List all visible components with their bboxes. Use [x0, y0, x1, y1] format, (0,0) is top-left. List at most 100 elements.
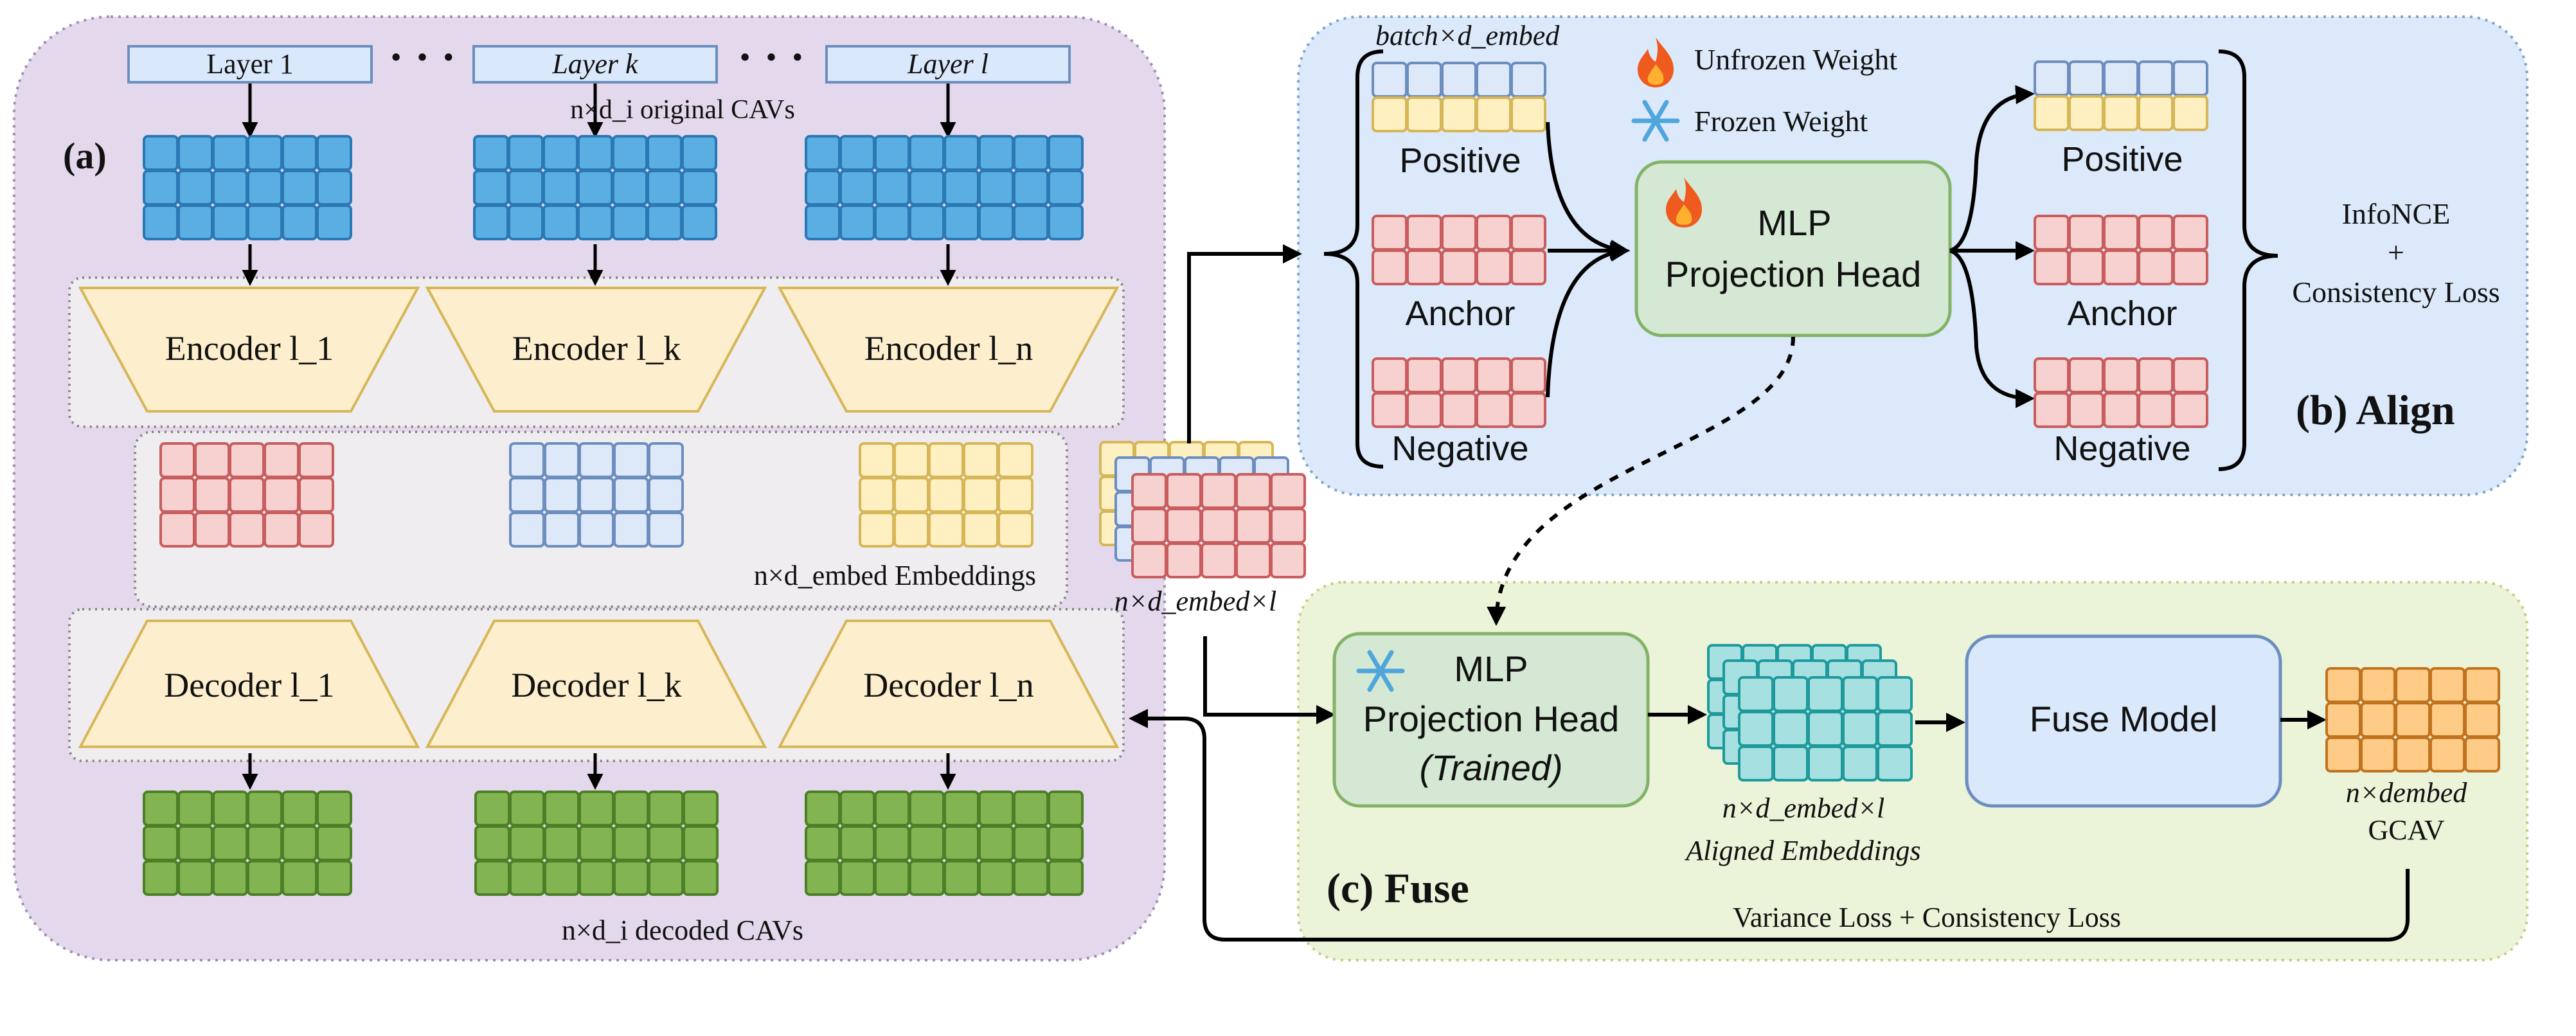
arrow [1546, 121, 1630, 259]
grid-cell [542, 204, 578, 240]
grid-cell [1013, 825, 1049, 861]
grid-cell [1476, 62, 1512, 98]
layer-label-k: Layer k [551, 48, 639, 80]
grid-cell [509, 442, 545, 478]
grid-cell [944, 170, 979, 206]
grid-cell [805, 135, 841, 171]
grid-cell [647, 135, 683, 171]
loss-label-2: + [2388, 236, 2404, 269]
grid-cell [997, 442, 1033, 478]
positive-output-grid [2034, 60, 2208, 96]
snowflake-icon [1356, 650, 1405, 692]
grid-cell [1773, 711, 1809, 747]
grid-cell [648, 790, 684, 826]
mlp-label-b-2: Projection Head [1665, 254, 1921, 294]
grid-cell [544, 477, 580, 513]
grid-cell [229, 442, 265, 478]
mlp-label-b-1: MLP [1757, 202, 1831, 243]
grid-cell [578, 442, 614, 478]
gcav-grid [2325, 667, 2500, 773]
panel-c-label: (c) Fuse [1327, 865, 1469, 912]
grid-cell [143, 860, 179, 896]
arrow [1949, 85, 2035, 253]
grid-cell [212, 204, 248, 240]
positive-input-grid [1372, 62, 1546, 98]
encoder-label-k: Encoder l_k [512, 329, 681, 368]
layer-box-1: Layer 1 [127, 45, 373, 84]
grid-cell [909, 860, 945, 896]
grid-cell [2034, 60, 2070, 96]
grid-cell [2068, 249, 2104, 285]
grid-cell [1807, 711, 1843, 747]
grid-cell [264, 477, 300, 513]
grid-cell [839, 860, 875, 896]
original-cav-grid [473, 135, 717, 240]
grid-cell [1510, 96, 1546, 132]
encoder-k: Encoder l_k [425, 287, 767, 413]
grid-cell [1270, 473, 1306, 509]
grid-cell [2172, 392, 2208, 428]
grid-cell [928, 477, 964, 513]
decoder-k: Decoder l_k [425, 620, 767, 748]
panel-b-label: (b) Align [2296, 387, 2455, 434]
grid-cell [1013, 135, 1049, 171]
grid-cell [944, 204, 979, 240]
layer-dots-1: · · · [388, 33, 456, 82]
grid-cell [264, 442, 300, 478]
grid-cell [1131, 473, 1167, 509]
grid-cell [544, 825, 580, 861]
legend-frozen: Frozen Weight [1694, 105, 1868, 138]
grid-cell [874, 825, 910, 861]
grid-cell [893, 512, 929, 548]
fuse-model: Fuse Model [1965, 634, 2282, 808]
grid-cell [577, 204, 613, 240]
grid-cell [647, 170, 683, 206]
grid-cell [2172, 60, 2208, 96]
grid-cell [316, 170, 352, 206]
grid-cell [474, 825, 510, 861]
grid-cell [1406, 96, 1442, 132]
grid-cell [1201, 508, 1237, 544]
grid-cell [1476, 215, 1512, 251]
grid-cell [1372, 249, 1408, 285]
grid-cell [1013, 790, 1049, 826]
grid-cell [944, 790, 979, 826]
grid-cell [893, 477, 929, 513]
weight-transfer-dashed-arrow [1487, 336, 1795, 626]
grid-cell [681, 204, 717, 240]
grid-cell [1476, 357, 1512, 393]
grid-cell [1235, 508, 1271, 544]
loss-label-3: Consistency Loss [2292, 276, 2500, 308]
grid-cell [978, 825, 1014, 861]
grid-cell [1441, 62, 1477, 98]
grid-cell [159, 512, 195, 548]
grid-cell [613, 790, 649, 826]
grid-cell [509, 477, 545, 513]
grid-cell [542, 170, 578, 206]
grid-cell [909, 790, 945, 826]
grid-cell [212, 170, 248, 206]
grid-cell [978, 204, 1014, 240]
grid-cell [264, 512, 300, 548]
grid-cell [316, 790, 352, 826]
grid-cell [247, 135, 283, 171]
grid-cell [839, 170, 875, 206]
grid-cell [2068, 95, 2104, 131]
grid-cell [1406, 357, 1442, 393]
grid-cell [944, 825, 979, 861]
grid-cell [1773, 676, 1809, 712]
mlp-label-c-3: (Trained) [1419, 747, 1562, 788]
grid-cell [839, 135, 875, 171]
grid-cell [1807, 746, 1843, 781]
negative-output-label: Negative [2053, 429, 2190, 468]
grid-cell [681, 170, 717, 206]
grid-cell [578, 512, 614, 548]
original-cav-grid [805, 135, 1084, 240]
decoded-cav-grid [143, 790, 352, 896]
embedding-grid-blue [509, 442, 684, 548]
grid-cell [2395, 667, 2431, 703]
grid-cell [2103, 357, 2139, 393]
grid-cell [2429, 737, 2465, 773]
grid-cell [1738, 676, 1774, 712]
